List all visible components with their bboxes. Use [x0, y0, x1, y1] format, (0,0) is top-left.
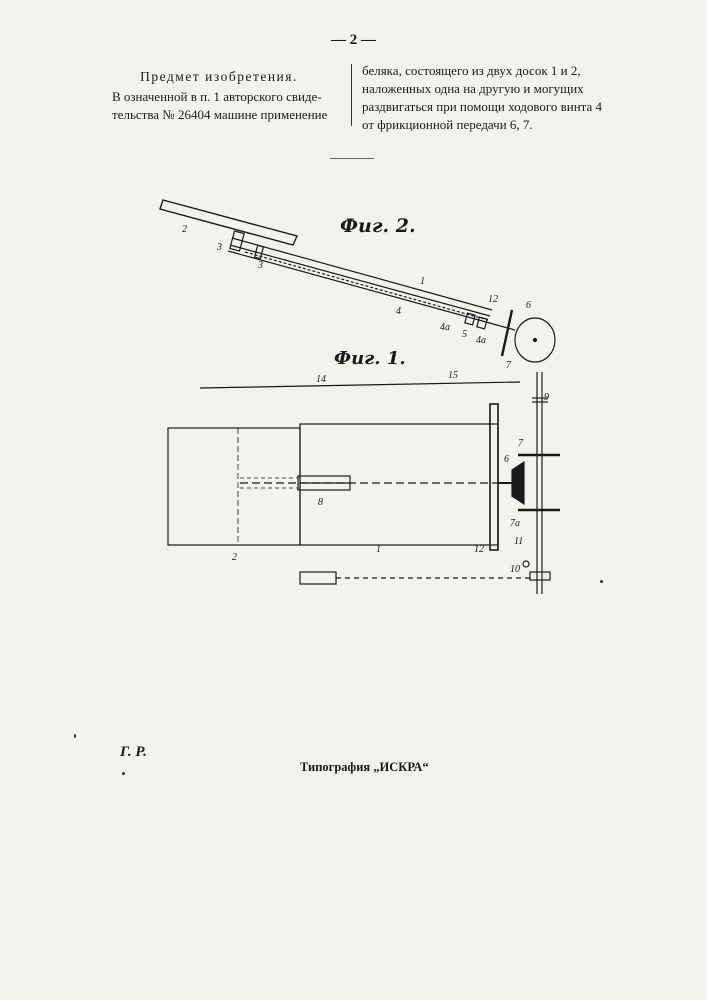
section-heading: Предмет изобретения.: [96, 68, 342, 86]
text-line: от фрикционной передачи 6, 7.: [362, 116, 610, 134]
claim-text-left: В означенной в п. 1 авторского свиде- те…: [96, 88, 342, 124]
text-line: наложенных одна на другую и могущих: [362, 80, 610, 98]
ref-label: 5: [462, 329, 467, 340]
page-number: — 2 —: [0, 32, 707, 49]
footer-initials: Г. Р.: [120, 744, 147, 761]
figure-2-title: Фиг. 2.: [340, 215, 416, 237]
ref-label: 11: [514, 536, 523, 547]
ref-label: 3: [313, 574, 319, 585]
ref-label: 6: [526, 300, 531, 311]
speck: [600, 580, 603, 583]
bearing-10: [530, 572, 550, 580]
ref-label: 2: [182, 224, 187, 235]
ref-label: 12: [488, 294, 498, 305]
board-1-top: [232, 238, 492, 310]
ref-label: 3: [257, 260, 263, 271]
text-line: беляка, состоящего из двух досок 1 и 2,: [362, 62, 610, 80]
patent-drawing: Фиг. 2. 2 3 3 1 4 12 4а 5 4а 6 7: [0, 180, 707, 610]
ref-label: 6: [504, 454, 509, 465]
ref-label: 12: [474, 544, 484, 555]
ref-label: 8: [318, 497, 323, 508]
ref-label: 7: [518, 438, 524, 449]
board-1-bottom: [228, 251, 486, 322]
text-line: раздвигаться при помощи ходового винта 4: [362, 98, 610, 116]
ref-label: 1: [376, 544, 381, 555]
figure-1: Фиг. 1. 14 15 9: [168, 348, 560, 594]
knob: [523, 561, 529, 567]
bearing-4a: [465, 313, 475, 325]
board-1-mid: [230, 245, 490, 316]
right-column: беляка, состоящего из двух досок 1 и 2, …: [362, 62, 610, 134]
ref-label: 4а: [440, 322, 450, 333]
ref-label: 3: [216, 242, 222, 253]
ref-label: 9: [544, 392, 549, 403]
ref-label: 10: [510, 564, 520, 575]
text-line: тельства № 26404 машине применение: [96, 106, 342, 124]
section-separator: [330, 158, 374, 159]
lead-screw-4: [245, 252, 488, 320]
board-2: [160, 200, 297, 245]
guide-line-14: [200, 382, 520, 388]
ref-label: 14: [316, 374, 326, 385]
left-column: Предмет изобретения. В означенной в п. 1…: [96, 68, 342, 124]
ref-label: 7а: [510, 518, 520, 529]
end-plate-12: [490, 404, 498, 550]
text-line: В означенной в п. 1 авторского свиде-: [96, 88, 342, 106]
ref-label: 15: [448, 370, 458, 381]
friction-disk-6: [502, 310, 512, 356]
figure-2: Фиг. 2. 2 3 3 1 4 12 4а 5 4а 6 7: [160, 200, 555, 371]
shaft: [486, 322, 515, 330]
claim-text-right: беляка, состоящего из двух досок 1 и 2, …: [362, 62, 610, 134]
ref-label: 4: [396, 306, 401, 317]
ref-label: 7: [506, 360, 512, 371]
board-1-plan: [300, 424, 498, 545]
ref-label: 2: [232, 552, 237, 563]
ref-label: 4а: [476, 335, 486, 346]
speck: [122, 772, 125, 775]
printer-imprint: Типография „ИСКРА“: [300, 760, 429, 775]
board-2-plan: [168, 428, 300, 545]
ref-label: 1: [420, 276, 425, 287]
column-divider: [351, 64, 352, 126]
figure-1-title: Фиг. 1.: [334, 348, 406, 369]
speck: [74, 734, 76, 738]
wheel-hub: [534, 339, 537, 342]
